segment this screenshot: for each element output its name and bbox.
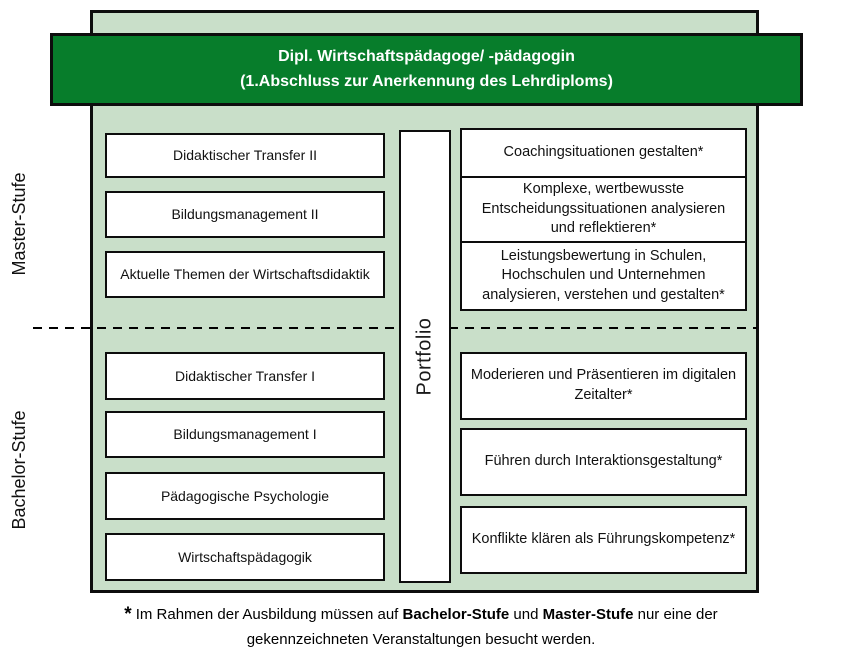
footnote-bold-bachelor: Bachelor-Stufe — [402, 606, 510, 623]
module-leistungsbewertung: Leistungsbewertung in Schulen, Hochschul… — [462, 241, 745, 309]
portfolio-label: Portfolio — [413, 317, 436, 396]
diploma-title-banner: Dipl. Wirtschaftspädagoge/ -pädagogin (1… — [50, 33, 803, 106]
footnote-bold-master: Master-Stufe — [542, 606, 634, 623]
module-wirtschaftspaedagogik: Wirtschaftspädagogik — [105, 533, 385, 581]
module-paedagogische-psychologie: Pädagogische Psychologie — [105, 472, 385, 520]
footnote-asterisk: * — [124, 604, 132, 625]
footnote-text-1: Im Rahmen der Ausbildung müssen auf — [135, 606, 403, 623]
module-coachingsituationen: Coachingsituationen gestalten* — [503, 144, 704, 161]
module-bildungsmanagement-2: Bildungsmanagement II — [105, 191, 385, 238]
footnote-text-2: und — [509, 606, 543, 623]
diploma-title-line2: (1.Abschluss zur Anerkennung des Lehrdip… — [240, 72, 613, 90]
master-stufe-label: Master-Stufe — [8, 172, 29, 276]
bachelor-stufe-label: Bachelor-Stufe — [8, 410, 29, 530]
module-fuehren-interaktionsgestaltung: Führen durch Interaktionsgestaltung* — [460, 428, 747, 496]
module-moderieren-praesentieren: Moderieren und Präsentieren im digitalen… — [460, 352, 747, 420]
module-konflikte-klaeren: Konflikte klären als Führungskompetenz* — [460, 506, 747, 574]
module-didaktischer-transfer-2: Didaktischer Transfer II — [105, 133, 385, 178]
module-didaktischer-transfer-1: Didaktischer Transfer I — [105, 352, 385, 400]
module-entscheidungssituationen: Komplexe, wertbewusste Entscheidungssitu… — [462, 176, 745, 241]
master-right-module-stack: Coachingsituationen gestalten* Komplexe,… — [460, 128, 747, 311]
module-aktuelle-themen-wirtschaftsdidaktik: Aktuelle Themen der Wirtschaftsdidaktik — [105, 251, 385, 298]
portfolio-column: Portfolio — [399, 130, 451, 583]
footnote: *Im Rahmen der Ausbildung müssen auf Bac… — [81, 599, 761, 652]
stage-divider-dashed-line — [33, 327, 757, 329]
footnote-text-3: nur eine der gekennzeichneten Veranstalt… — [246, 606, 718, 649]
module-bildungsmanagement-1: Bildungsmanagement I — [105, 411, 385, 458]
diploma-title-line1: Dipl. Wirtschaftspädagoge/ -pädagogin — [278, 47, 575, 65]
